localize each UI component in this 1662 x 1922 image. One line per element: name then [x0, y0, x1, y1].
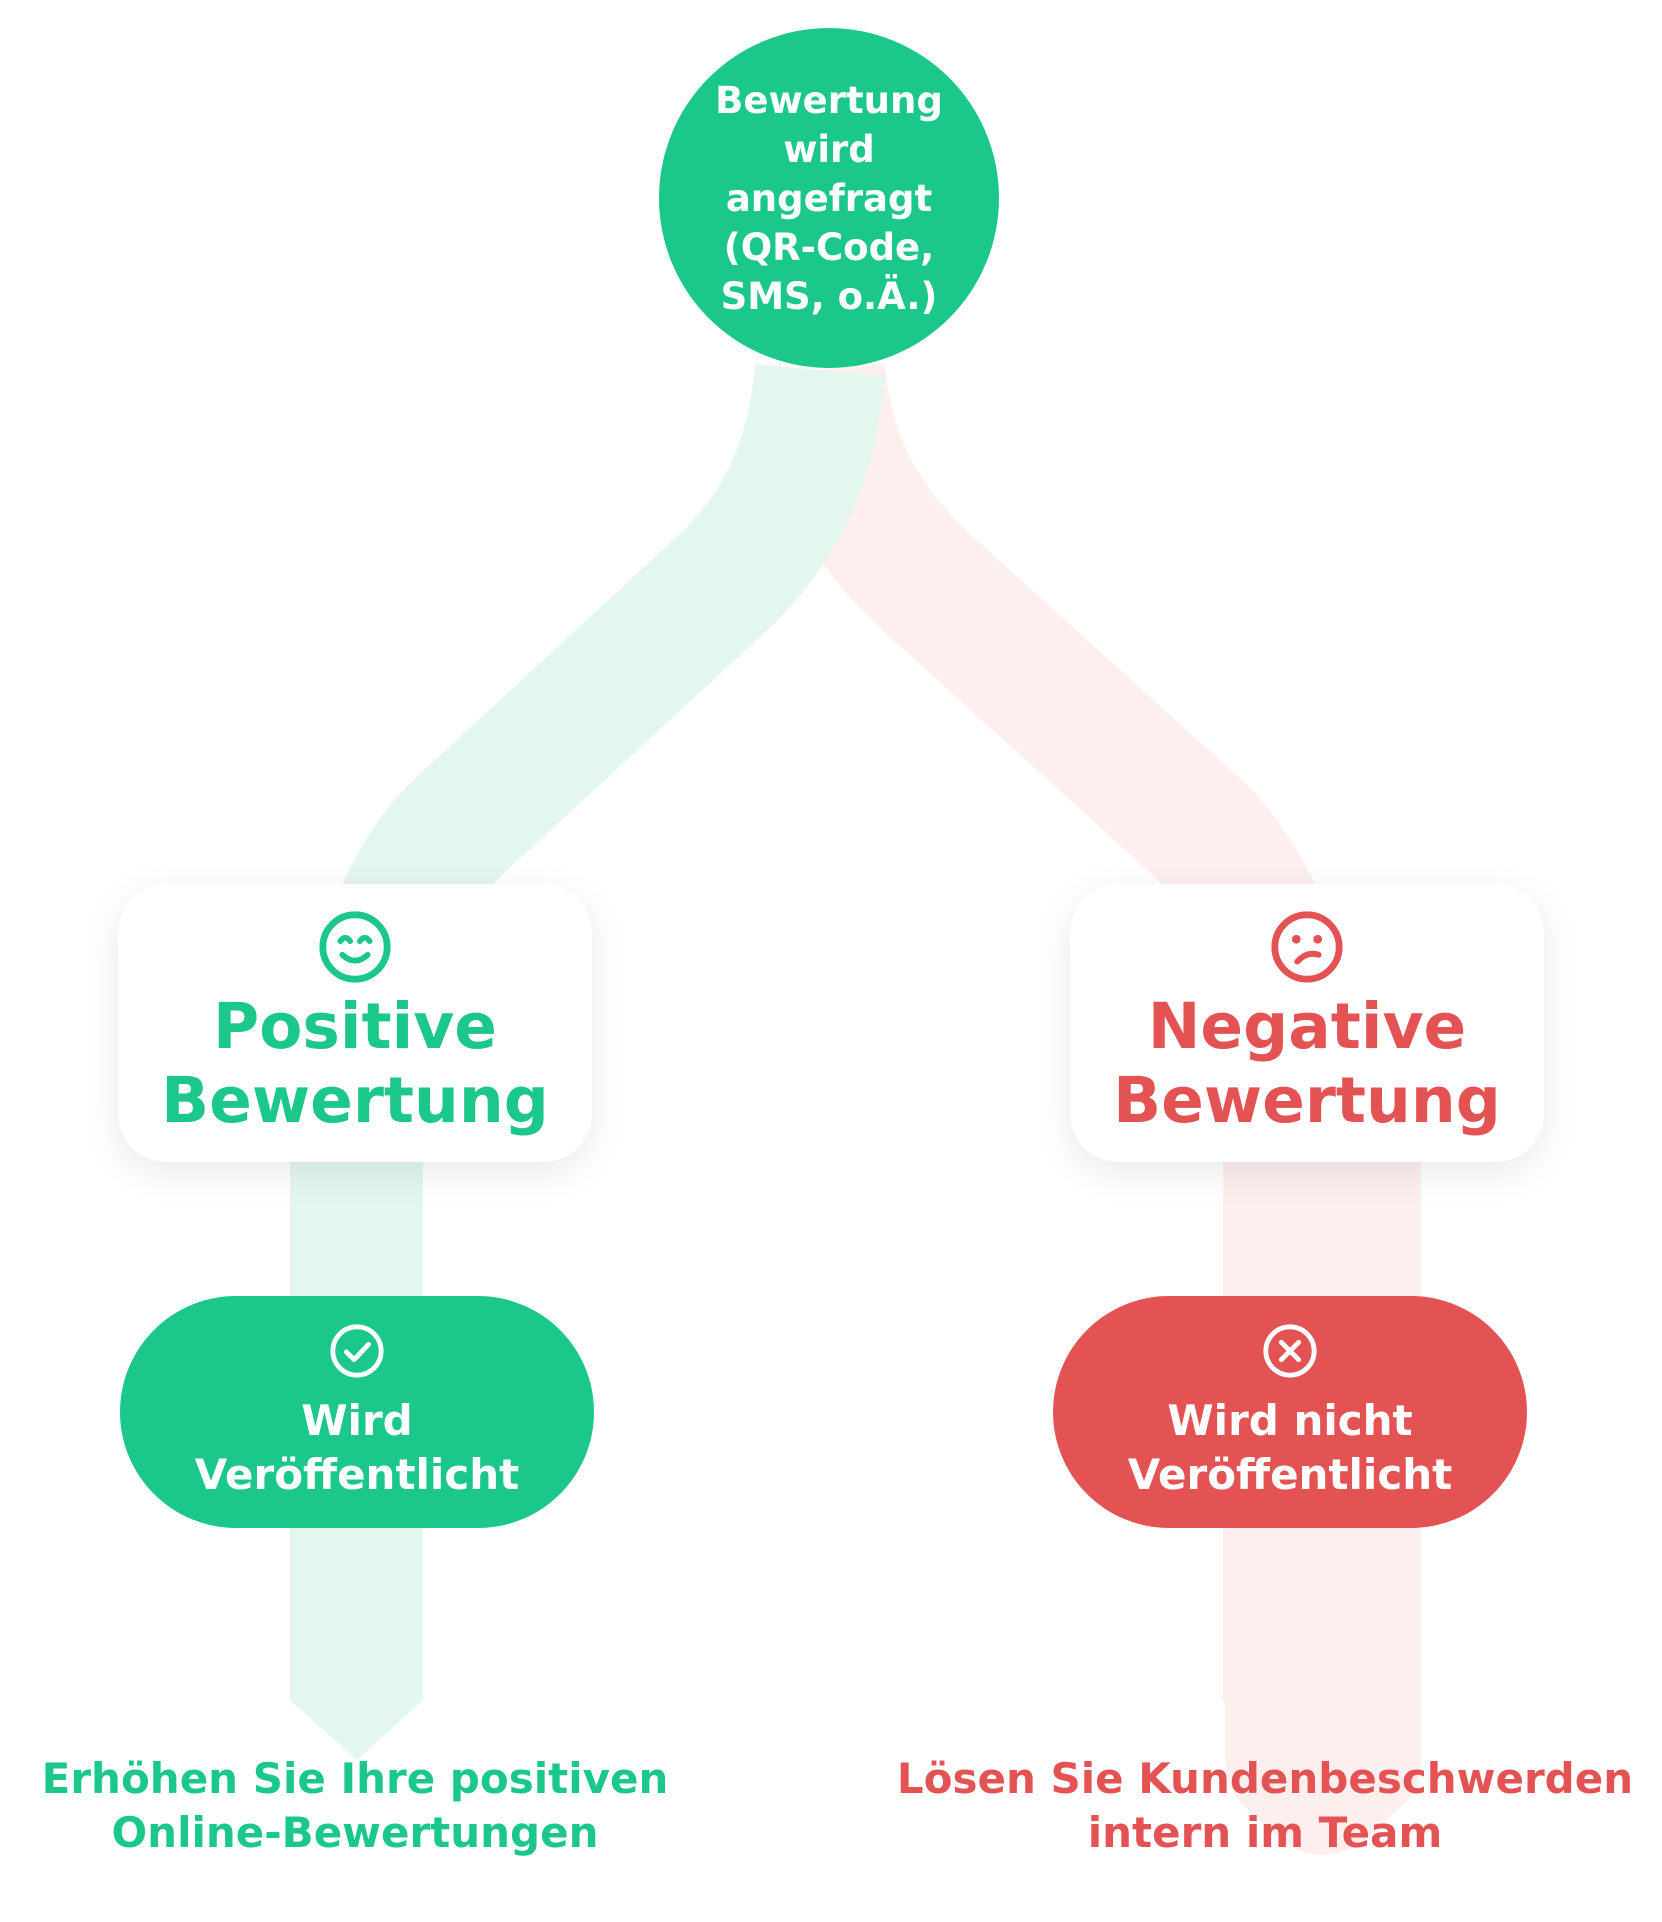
negative-rating-title: Negative Bewertung [1113, 990, 1501, 1138]
start-node: Bewertung wird angefragt (QR-Code, SMS, … [659, 28, 999, 368]
negative-rating-card: Negative Bewertung [1070, 884, 1544, 1162]
negative-title-line-2: Bewertung [1113, 1064, 1501, 1137]
positive-outcome-text: Erhöhen Sie Ihre positiven Online-Bewert… [20, 1752, 690, 1860]
negative-title-line-1: Negative [1147, 990, 1467, 1063]
positive-title-line-2: Bewertung [161, 1064, 549, 1137]
check-circle-icon [330, 1324, 384, 1378]
not-published-pill: Wird nicht Veröffentlicht [1053, 1296, 1527, 1528]
negative-outcome-line-1: Lösen Sie Kundenbeschwerden [896, 1754, 1634, 1803]
published-pill: Wird Veröffentlicht [120, 1296, 594, 1528]
published-line-1: Wird [301, 1396, 413, 1445]
confused-face-icon [1271, 911, 1343, 983]
positive-outcome-line-1: Erhöhen Sie Ihre positiven [41, 1754, 669, 1803]
start-line-4: (QR-Code, [723, 225, 935, 269]
smile-face-icon [319, 911, 391, 983]
positive-outcome-line-2: Online-Bewertungen [111, 1808, 599, 1857]
start-line-3: angefragt [725, 176, 933, 220]
negative-outcome-text: Lösen Sie Kundenbeschwerden intern im Te… [880, 1752, 1650, 1860]
x-circle-icon [1263, 1324, 1317, 1378]
start-line-2: wird [783, 127, 875, 171]
positive-rating-title: Positive Bewertung [161, 990, 549, 1138]
not-published-line-1: Wird nicht [1167, 1396, 1413, 1445]
positive-rating-card: Positive Bewertung [118, 884, 592, 1162]
not-published-line-2: Veröffentlicht [1127, 1450, 1453, 1499]
negative-outcome-line-2: intern im Team [1087, 1808, 1443, 1857]
start-line-5: SMS, o.Ä.) [720, 274, 938, 318]
start-line-1: Bewertung [715, 78, 943, 122]
published-line-2: Veröffentlicht [194, 1450, 520, 1499]
positive-title-line-1: Positive [212, 990, 498, 1063]
